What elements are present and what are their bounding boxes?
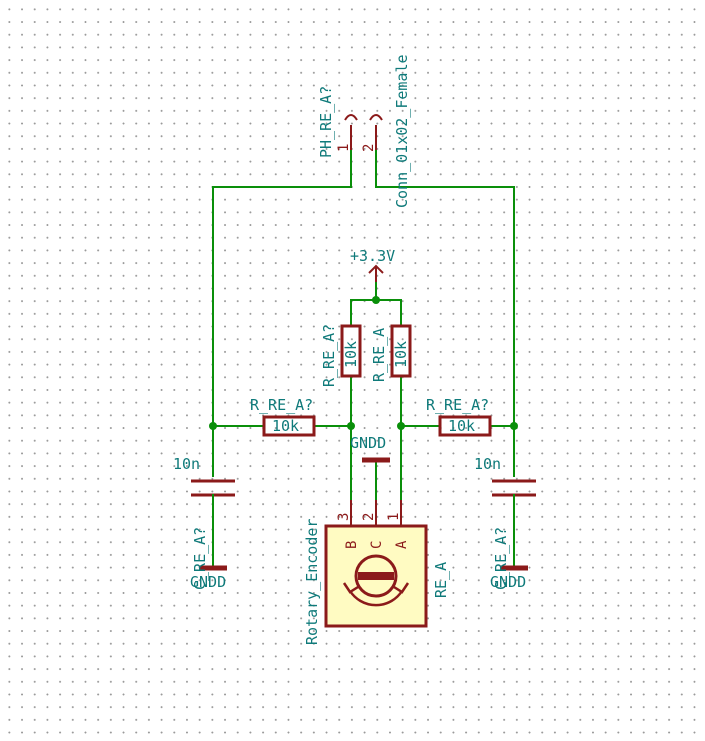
junction xyxy=(397,422,405,430)
rotary-knob-icon xyxy=(342,554,410,607)
socket-icon xyxy=(369,114,383,121)
resistor-ref: R_RE_A? xyxy=(250,396,313,414)
encoder-pin-name-b: B xyxy=(344,541,360,549)
resistor-body xyxy=(262,415,316,437)
junction xyxy=(209,422,217,430)
series-resistor-left[interactable]: 10k R_RE_A? xyxy=(250,396,316,437)
connector-ref: PH_RE_A? xyxy=(317,86,335,158)
encoder-pin-number-a: 1 xyxy=(386,513,402,521)
encoder-ref: RE_A xyxy=(432,562,450,598)
socket-icon xyxy=(344,114,358,121)
gnd-label: GNDD xyxy=(190,573,226,591)
gnd-label: GNDD xyxy=(350,434,386,452)
vcc-label: +3.3V xyxy=(350,247,395,265)
capacitor-value: 10n xyxy=(474,455,501,473)
encoder-pin-number-c: 2 xyxy=(361,513,377,521)
series-resistor-right[interactable]: 10k R_RE_A? xyxy=(426,396,492,437)
junction xyxy=(347,422,355,430)
resistor-body xyxy=(340,324,362,378)
wires xyxy=(212,149,515,501)
connector-value: Conn_01x02_Female xyxy=(393,54,411,208)
encoder-pin-name-a: A xyxy=(394,540,410,549)
resistor-value: 10k xyxy=(448,417,475,435)
capacitor-ref: C_RE_A? xyxy=(191,527,209,590)
capacitor-left[interactable]: 10n C_RE_A? GNDD xyxy=(173,455,235,591)
resistor-ref: R_RE_A? xyxy=(320,324,338,387)
resistor-value: 10k xyxy=(272,417,299,435)
junctions xyxy=(209,296,518,430)
junction xyxy=(372,296,380,304)
encoder-pin-number-b: 3 xyxy=(336,513,352,521)
arrow-up-icon xyxy=(368,264,384,274)
capacitor-right[interactable]: 10n C_RE_A? GNDD xyxy=(474,455,536,591)
encoder-pin-name-c: C xyxy=(369,541,385,549)
resistor-ref: R_RE_A xyxy=(370,328,388,382)
resistor-value: 10k xyxy=(392,341,410,368)
pullup-resistor-left[interactable]: 10k R_RE_A? xyxy=(320,324,362,387)
connector-pin2-number: 2 xyxy=(361,144,377,152)
wire-conn2-right xyxy=(375,149,515,427)
capacitor-value: 10n xyxy=(173,455,200,473)
junction xyxy=(510,422,518,430)
connector[interactable]: 1 2 PH_RE_A? Conn_01x02_Female xyxy=(317,54,411,208)
resistor-body xyxy=(390,324,412,378)
vcc-symbol[interactable]: +3.3V xyxy=(350,247,395,282)
resistor-body xyxy=(438,415,492,437)
encoder-value: Rotary_Encoder xyxy=(303,519,321,645)
wire-conn1-left xyxy=(212,149,352,427)
gnd-label: GNDD xyxy=(490,573,526,591)
pullup-resistor-right[interactable]: 10k R_RE_A xyxy=(370,324,412,382)
rotary-encoder[interactable]: 3 2 1 B C A RE_A Rotary_Encoder xyxy=(303,500,450,645)
gnd-symbol-encoder[interactable]: GNDD xyxy=(350,434,390,463)
resistor-value: 10k xyxy=(342,341,360,368)
resistor-ref: R_RE_A? xyxy=(426,396,489,414)
capacitor-ref: C_RE_A? xyxy=(492,527,510,590)
connector-pin1-number: 1 xyxy=(336,144,352,152)
